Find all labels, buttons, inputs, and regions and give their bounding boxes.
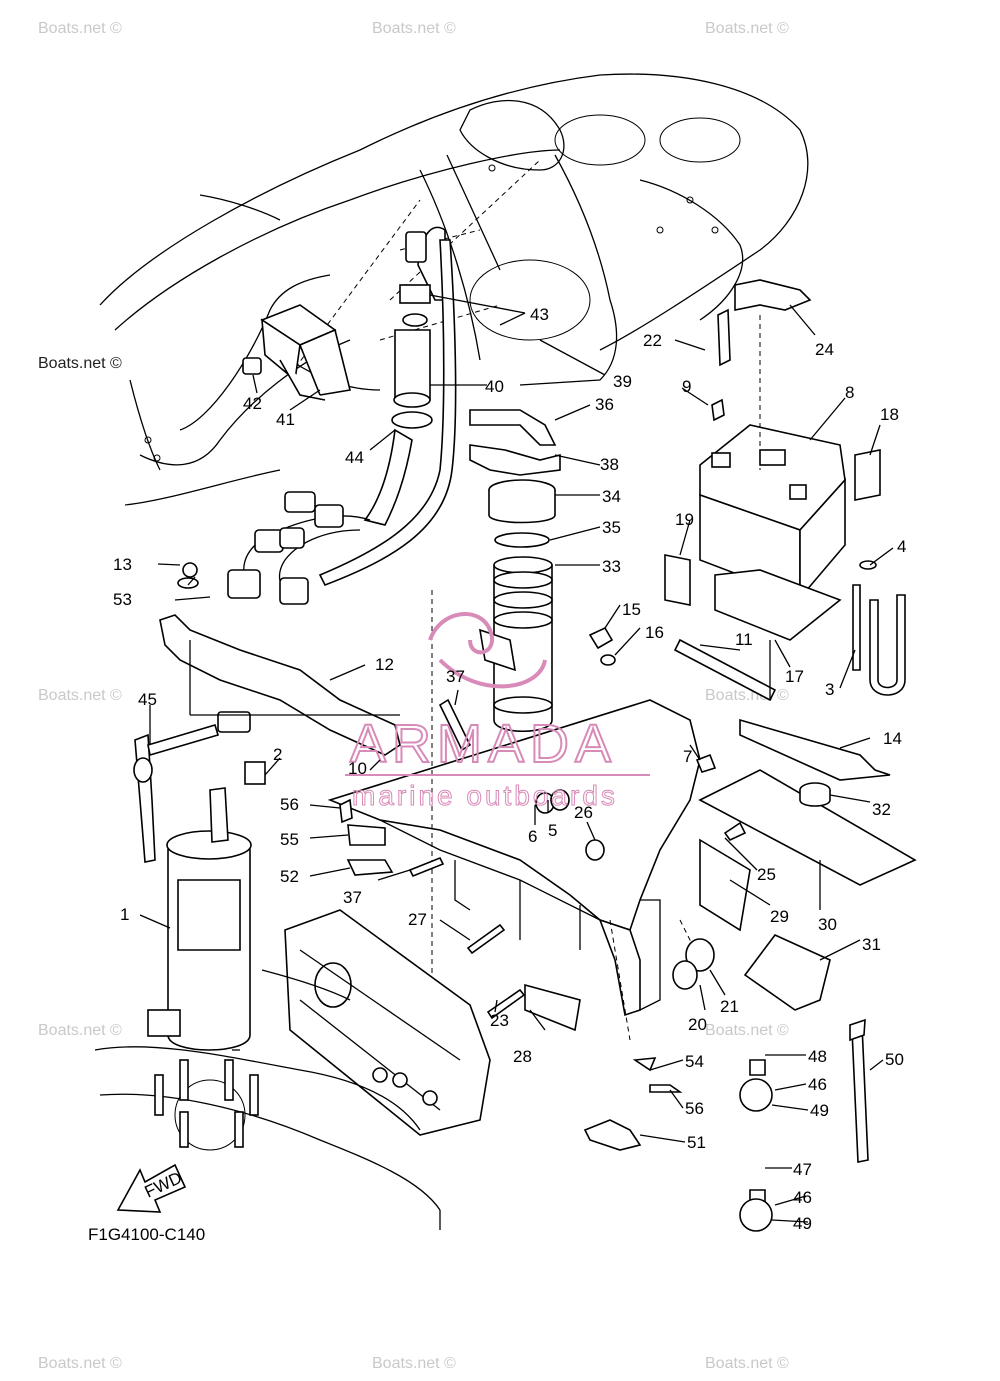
callout-52: 52 (280, 867, 299, 886)
callout-39: 39 (613, 372, 632, 391)
callout-15: 15 (622, 600, 641, 619)
callout-37b: 37 (343, 888, 362, 907)
callouts: 1 2 3 4 5 6 7 8 9 10 11 12 13 14 15 16 1… (113, 305, 906, 1233)
callout-20: 20 (688, 1015, 707, 1034)
callout-42: 42 (243, 394, 262, 413)
callout-5: 5 (548, 821, 557, 840)
callout-19: 19 (675, 510, 694, 529)
watermark-text: Boats.net © (38, 20, 122, 37)
callout-24: 24 (815, 340, 834, 359)
callout-40: 40 (485, 377, 504, 396)
callout-34: 34 (602, 487, 621, 506)
wiring-harness (227, 491, 371, 605)
callout-55: 55 (280, 830, 299, 849)
watermark-text: Boats.net © (38, 355, 122, 372)
callout-48: 48 (808, 1047, 827, 1066)
callout-41: 41 (276, 410, 295, 429)
leader-lines (139, 294, 894, 1223)
watermark-text: Boats.net © (705, 20, 789, 37)
callout-53: 53 (113, 590, 132, 609)
logo-tagline: marine outboards (352, 780, 618, 811)
fuel-filler-assembly (318, 154, 501, 587)
breather-tubes-3 (852, 584, 906, 696)
fwd-arrow: FWD (116, 1163, 187, 1213)
callout-51: 51 (687, 1133, 706, 1152)
callout-10: 10 (348, 759, 367, 778)
callout-49b: 49 (793, 1214, 812, 1233)
logo-name: ARMADA (350, 714, 617, 774)
tank-bottom (94, 983, 581, 1230)
callout-18: 18 (880, 405, 899, 424)
callout-3: 3 (825, 680, 834, 699)
callout-49a: 49 (810, 1101, 829, 1120)
callout-37a: 37 (446, 667, 465, 686)
holder-bracket-41 (242, 304, 351, 401)
frame-10 (327, 590, 701, 1080)
watermark-text: Boats.net © (38, 1355, 122, 1372)
callout-12: 12 (375, 655, 394, 674)
callout-8: 8 (845, 383, 854, 402)
control-unit (261, 909, 491, 1136)
hardware-small (339, 626, 717, 1020)
watermark-text: Boats.net © (705, 1355, 789, 1372)
callout-1: 1 (120, 905, 129, 924)
armada-logo: ARMADA marine outboards (345, 612, 650, 812)
watermark-text: Boats.net © (38, 1022, 122, 1039)
callout-4: 4 (897, 537, 906, 556)
callout-46b: 46 (793, 1188, 812, 1207)
callout-45: 45 (138, 690, 157, 709)
callout-33: 33 (602, 557, 621, 576)
callout-26: 26 (574, 803, 593, 822)
callout-54: 54 (685, 1052, 704, 1071)
callout-6: 6 (528, 827, 537, 846)
callout-11: 11 (735, 630, 753, 649)
callout-27: 27 (408, 910, 427, 929)
callout-2: 2 (273, 745, 282, 764)
battery-8 (664, 279, 881, 641)
callout-44: 44 (345, 448, 364, 467)
callout-35: 35 (602, 518, 621, 537)
callout-47: 47 (793, 1160, 812, 1179)
callout-25: 25 (757, 865, 776, 884)
watermark-text: Boats.net © (372, 20, 456, 37)
bands-36-38 (469, 409, 561, 476)
callout-43: 43 (530, 305, 549, 324)
callout-56a: 56 (280, 795, 299, 814)
watermark-text: Boats.net © (372, 1355, 456, 1372)
callout-9: 9 (682, 377, 691, 396)
callout-50: 50 (885, 1050, 904, 1069)
callout-21: 21 (720, 997, 739, 1016)
diagram-code: F1G4100-C140 (88, 1225, 205, 1244)
callout-32: 32 (872, 800, 891, 819)
watermark-text: Boats.net © (705, 1022, 789, 1039)
bracket-12 (159, 562, 401, 756)
callout-7: 7 (683, 747, 692, 766)
clips-bottom-right (583, 1018, 869, 1232)
brackets-right (673, 638, 917, 1011)
callout-22: 22 (643, 331, 662, 350)
callout-46a: 46 (808, 1075, 827, 1094)
callout-23: 23 (490, 1011, 509, 1030)
filter-case-33 (478, 479, 556, 733)
callout-36: 36 (595, 395, 614, 414)
watermark-text: Boats.net © (705, 687, 789, 704)
callout-14: 14 (883, 729, 902, 748)
callout-56b: 56 (685, 1099, 704, 1118)
fuel-pump-1 (133, 711, 266, 1051)
watermark-text: Boats.net © (38, 687, 122, 704)
callout-31: 31 (862, 935, 881, 954)
callout-16: 16 (645, 623, 664, 642)
callout-28: 28 (513, 1047, 532, 1066)
callout-30: 30 (818, 915, 837, 934)
callout-17: 17 (785, 667, 804, 686)
callout-13: 13 (113, 555, 132, 574)
callout-38: 38 (600, 455, 619, 474)
callout-29: 29 (770, 907, 789, 926)
